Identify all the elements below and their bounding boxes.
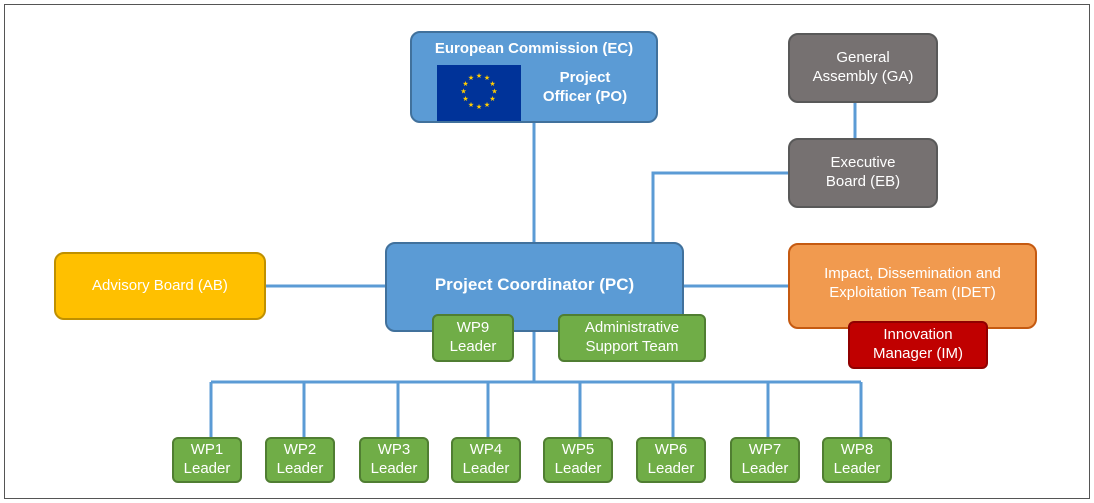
svg-text:★: ★: [489, 80, 495, 88]
administrative-support-team-box: Administrative Support Team: [558, 314, 706, 362]
wp4-line2: Leader: [462, 460, 510, 477]
wp4-line1: WP4: [469, 441, 503, 459]
project-officer-label: Project Officer (PO): [530, 69, 640, 107]
ast-line2: Support Team: [585, 338, 679, 355]
line-eb-pc: [651, 171, 790, 243]
wp2-leader-box: WP2 Leader: [265, 437, 335, 483]
wp2-line1: WP2: [283, 441, 317, 459]
im-line1: Innovation: [883, 326, 953, 344]
svg-text:★: ★: [476, 103, 482, 111]
po-line1: Project: [559, 69, 611, 86]
svg-text:★: ★: [462, 80, 468, 88]
wp9-line1: WP9: [456, 319, 490, 337]
svg-text:★: ★: [476, 72, 482, 80]
innovation-manager-box: Innovation Manager (IM): [848, 321, 988, 369]
wp7-line2: Leader: [741, 460, 789, 477]
eb-line2: Board (EB): [825, 173, 901, 190]
wp9-line2: Leader: [449, 338, 497, 355]
pc-label: Project Coordinator (PC): [434, 275, 635, 295]
wp5-line2: Leader: [554, 460, 602, 477]
im-line2: Manager (IM): [872, 345, 964, 362]
svg-text:★: ★: [489, 95, 495, 103]
ab-label: Advisory Board (AB): [92, 276, 228, 294]
wp3-line2: Leader: [370, 460, 418, 477]
advisory-board-box: Advisory Board (AB): [54, 252, 266, 320]
ga-line2: Assembly (GA): [812, 68, 914, 85]
executive-board-box: Executive Board (EB): [788, 138, 938, 208]
wp8-line1: WP8: [840, 441, 874, 459]
wp2-line2: Leader: [276, 460, 324, 477]
wp1-leader-box: WP1 Leader: [172, 437, 242, 483]
ec-title: European Commission (EC): [434, 40, 634, 57]
wp6-line1: WP6: [654, 441, 688, 459]
wp8-line2: Leader: [833, 460, 881, 477]
idet-line1: Impact, Dissemination and: [824, 265, 1001, 283]
svg-text:★: ★: [460, 88, 466, 96]
svg-text:★: ★: [484, 74, 490, 82]
wp6-leader-box: WP6 Leader: [636, 437, 706, 483]
svg-text:★: ★: [468, 74, 474, 82]
wp7-line1: WP7: [748, 441, 782, 459]
svg-text:★: ★: [468, 101, 474, 109]
po-line2: Officer (PO): [542, 87, 628, 105]
wp6-line2: Leader: [647, 460, 695, 477]
wp3-leader-box: WP3 Leader: [359, 437, 429, 483]
diagram-frame: [4, 4, 1090, 499]
svg-text:★: ★: [484, 101, 490, 109]
wp4-leader-box: WP4 Leader: [451, 437, 521, 483]
ga-line1: General: [836, 49, 890, 67]
wp7-leader-box: WP7 Leader: [730, 437, 800, 483]
eb-line1: Executive: [830, 154, 896, 172]
svg-text:★: ★: [462, 95, 468, 103]
general-assembly-box: General Assembly (GA): [788, 33, 938, 103]
wp5-line1: WP5: [561, 441, 595, 459]
wp1-line1: WP1: [190, 441, 224, 459]
wp8-leader-box: WP8 Leader: [822, 437, 892, 483]
eu-flag-icon: ★ ★ ★ ★ ★ ★ ★ ★ ★ ★ ★ ★: [437, 65, 521, 121]
wp1-line2: Leader: [183, 460, 231, 477]
ast-line1: Administrative: [584, 319, 680, 337]
wp5-leader-box: WP5 Leader: [543, 437, 613, 483]
idet-box: Impact, Dissemination and Exploitation T…: [788, 243, 1037, 329]
idet-line2: Exploitation Team (IDET): [829, 284, 996, 301]
svg-text:★: ★: [491, 88, 497, 96]
wp3-line1: WP3: [377, 441, 411, 459]
european-commission-box: European Commission (EC) ★ ★ ★ ★ ★ ★ ★ ★…: [410, 31, 658, 123]
wp9-leader-box: WP9 Leader: [432, 314, 514, 362]
